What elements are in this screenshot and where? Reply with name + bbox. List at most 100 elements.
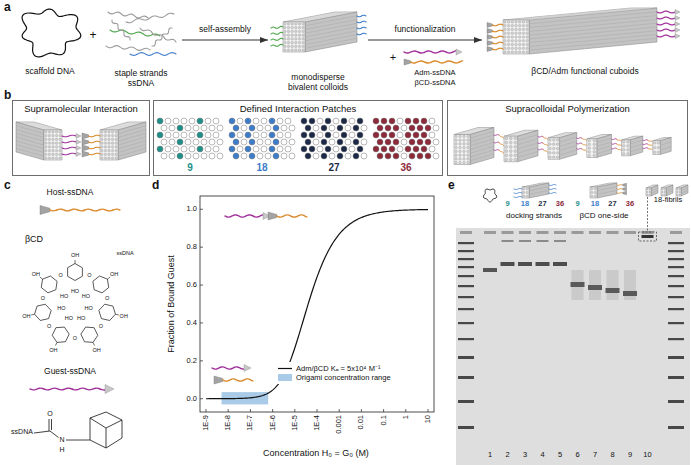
helix-position [237,146,243,152]
helix-position [281,153,287,159]
helix-end [507,47,510,50]
helix-position [185,125,191,131]
lane-label: 18 [521,200,529,208]
chem-label: HO [82,293,90,299]
helix-end [115,131,118,134]
chem-label: HO [57,305,65,311]
helix-line [470,143,494,150]
helix-line [651,188,658,191]
helix-end [284,49,287,52]
helix-end [287,49,290,52]
axis-tick [228,409,229,412]
helix-end [679,191,681,193]
node-label: scaffold DNA [25,67,74,77]
helix-end [59,138,62,141]
helix-end [101,146,104,149]
helix-position [409,153,415,159]
helix-end [45,134,48,137]
adamantane-triangle [675,22,680,27]
helix-end [459,135,462,138]
dna-strand [271,44,283,46]
helix-end [298,23,301,26]
edge-label: self-assembly [197,25,253,34]
helix-position [189,146,195,152]
helix-position [401,139,407,145]
helix-line [470,139,494,146]
helix-end [664,191,666,193]
helix-line [290,12,342,22]
helix-line [305,16,357,26]
helix-end [48,146,51,149]
helix-end [509,145,512,148]
helix-position [341,146,347,152]
gel-smear [624,270,636,300]
helix-end [52,138,55,141]
helix-end [295,38,298,41]
helix-end [511,32,514,35]
adamantane-triangle [76,134,81,139]
bond [106,438,122,448]
gel-well [537,231,549,234]
helix-line [664,185,671,188]
helix-position [181,132,187,138]
cuboid-end [454,135,470,165]
dna-strand [582,143,587,146]
helix-position [373,132,379,138]
helix-position [217,153,223,159]
helix-end [507,43,510,46]
helix-position [381,118,387,124]
tick-label: 0.4 [187,319,197,327]
cuboid-side [529,183,549,198]
helix-position [177,125,183,131]
axis-tick [200,247,203,248]
adamantane-triangle [675,10,680,15]
chem-label: HO [65,315,73,321]
helix-position [333,132,339,138]
helix-end [104,146,107,149]
helix-end [108,157,111,160]
helix-end [627,144,630,147]
legend-swatch [278,374,292,381]
helix-position [425,153,431,159]
cyclodextrin-cone [82,151,89,157]
helix-position [161,125,167,131]
chem-label: H [59,446,64,454]
patch-number: 36 [400,162,411,173]
patch-number: 27 [328,162,339,173]
helix-end [526,39,529,42]
helix-position [209,139,215,145]
axis-tick [272,409,273,412]
dna-strand [657,35,675,37]
dna-strand [538,142,543,144]
helix-position [229,118,235,124]
helix-end [115,146,118,149]
chem-label: OH [71,252,79,258]
honeycomb-grid [373,118,439,159]
helix-end [661,188,663,190]
helix-line [560,141,577,146]
axis-tick [206,409,207,412]
patch-number: 18 [256,162,267,173]
cuboid-end [587,139,597,158]
helix-end [108,153,111,156]
helix-end [459,150,462,153]
helix-line [597,138,612,142]
helix-end [522,195,525,198]
lane-number: 2 [505,451,509,459]
helix-line [597,190,617,194]
helix-position [185,153,191,159]
helix-end [455,154,458,157]
dna-strand [617,139,622,141]
helix-end [676,191,678,193]
glucose-ring [81,327,98,342]
helix-line [305,20,357,30]
dna-strand [657,11,675,13]
helix-line [16,148,44,156]
helix-position [353,153,359,159]
helix-position [317,146,323,152]
helix-end [504,32,507,35]
helix-end [284,30,287,33]
plus-sign: + [89,29,96,42]
helix-end [526,51,529,54]
helix-end [522,43,525,46]
